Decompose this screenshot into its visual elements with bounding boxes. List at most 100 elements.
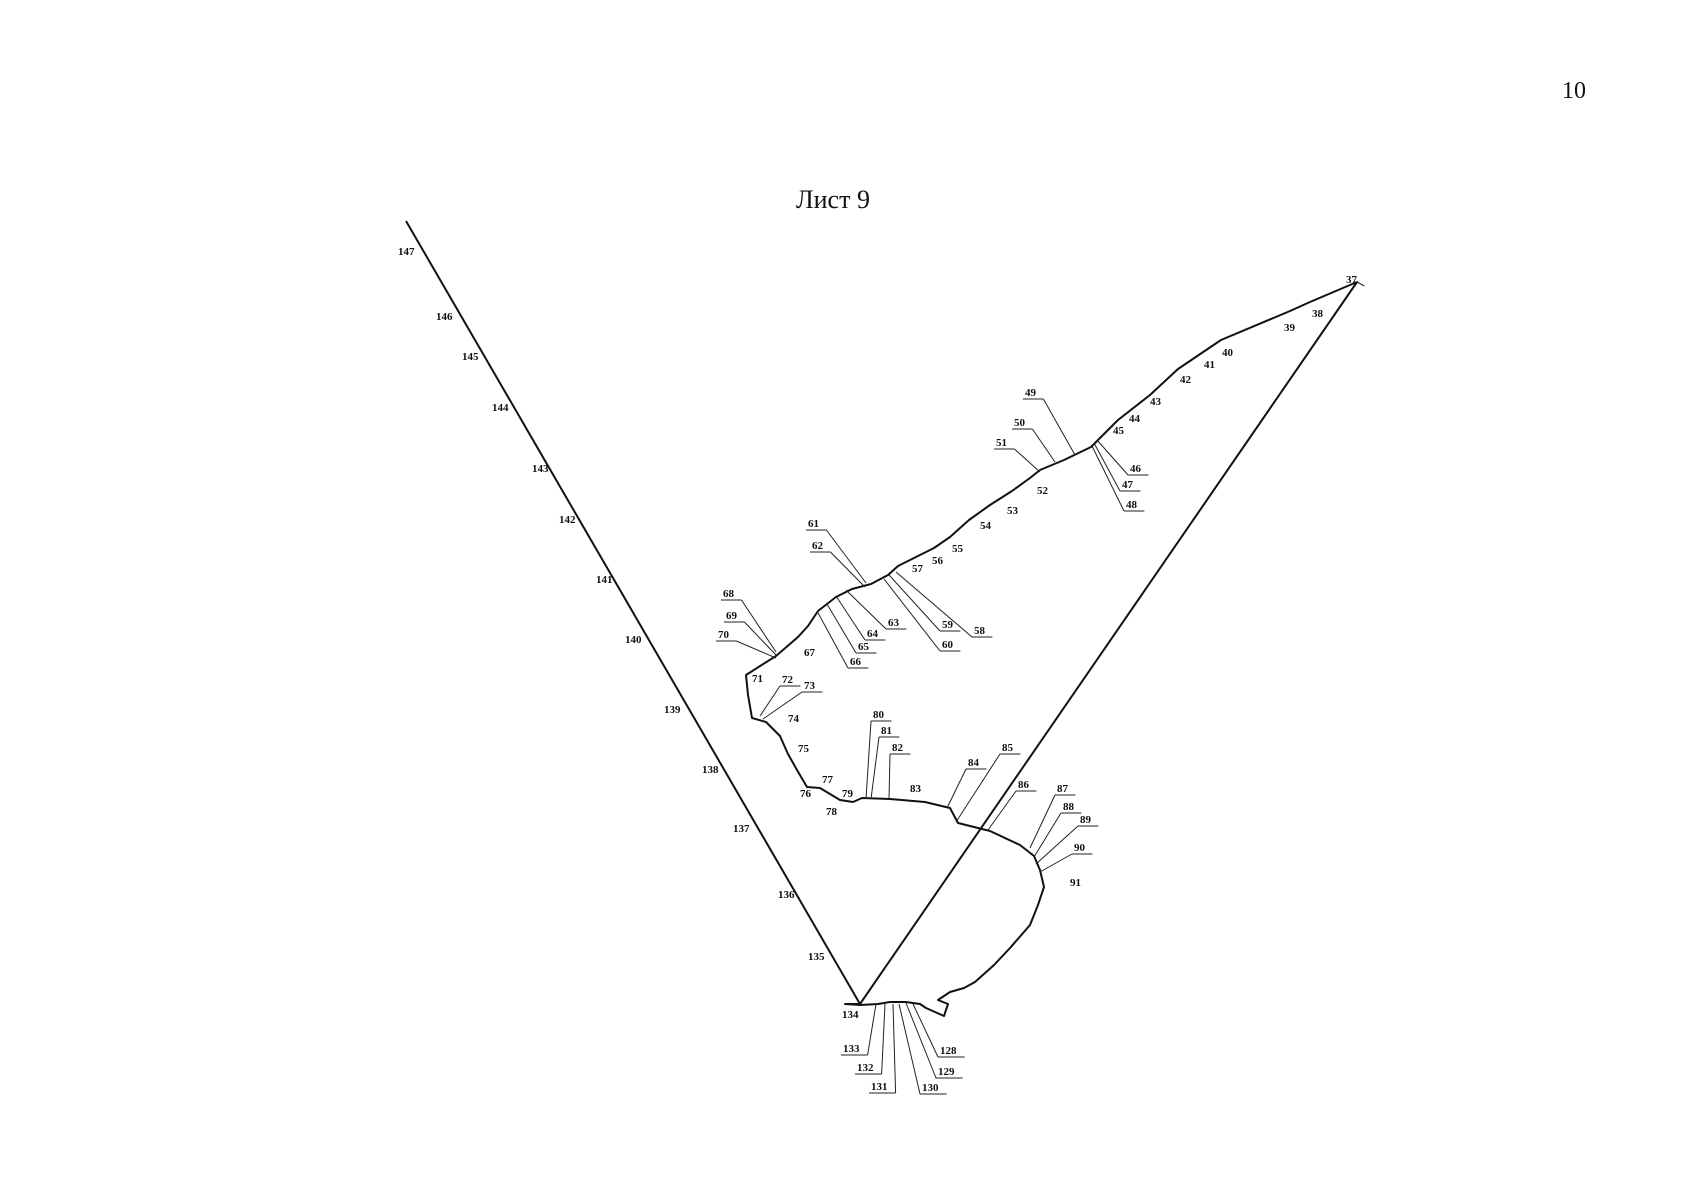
point-label-64: 64 (867, 628, 879, 640)
leader-line-61 (825, 529, 867, 584)
leader-line-69 (744, 621, 777, 656)
leader-line-59 (888, 574, 941, 632)
leader-line-86 (987, 790, 1017, 831)
point-label-75: 75 (798, 743, 810, 755)
point-label-87: 87 (1057, 783, 1069, 795)
leader-line-70 (736, 640, 777, 659)
point-label-47: 47 (1122, 479, 1134, 491)
point-label-140: 140 (625, 634, 642, 646)
leader-line-51 (1014, 448, 1041, 473)
point-label-77: 77 (822, 774, 834, 786)
point-label-135: 135 (808, 951, 825, 963)
point-label-60: 60 (942, 639, 954, 651)
leader-line-80 (865, 720, 872, 800)
point-label-142: 142 (559, 514, 576, 526)
point-label-62: 62 (812, 540, 824, 552)
point-label-39: 39 (1284, 322, 1296, 334)
point-label-65: 65 (858, 641, 870, 653)
leader-line-90 (1039, 853, 1073, 873)
point-label-51: 51 (996, 437, 1007, 449)
point-label-55: 55 (952, 543, 964, 555)
point-label-46: 46 (1130, 463, 1142, 475)
point-label-83: 83 (910, 783, 922, 795)
label-leaders (716, 281, 1365, 1095)
point-labels: 3738394041424344454647484950515253545556… (398, 246, 1358, 1094)
leader-line-46 (1096, 439, 1129, 476)
point-label-41: 41 (1204, 359, 1215, 371)
leader-line-48 (1091, 445, 1125, 512)
point-label-50: 50 (1014, 417, 1026, 429)
point-label-90: 90 (1074, 842, 1086, 854)
point-label-69: 69 (726, 610, 738, 622)
leader-line-47 (1093, 442, 1121, 492)
leader-line-50 (1031, 428, 1056, 463)
leader-line-84 (946, 768, 967, 809)
leader-line-82 (888, 753, 891, 800)
point-label-71: 71 (752, 673, 763, 685)
leader-line-131 (892, 1003, 897, 1094)
point-label-134: 134 (842, 1009, 859, 1021)
leader-line-89 (1035, 825, 1079, 865)
leader-line-66 (816, 610, 849, 669)
point-label-68: 68 (723, 588, 735, 600)
point-label-133: 133 (843, 1043, 860, 1055)
leader-line-73 (762, 691, 803, 720)
leader-line-64 (835, 595, 866, 641)
leader-line-37 (1356, 281, 1365, 287)
point-label-56: 56 (932, 555, 944, 567)
point-label-81: 81 (881, 725, 892, 737)
point-label-128: 128 (940, 1045, 957, 1057)
leader-line-68 (740, 599, 777, 653)
point-label-43: 43 (1150, 396, 1162, 408)
point-label-59: 59 (942, 619, 954, 631)
point-label-91: 91 (1070, 877, 1081, 889)
leader-line-49 (1042, 398, 1076, 456)
point-label-88: 88 (1063, 801, 1075, 813)
leader-line-130 (898, 1003, 921, 1095)
point-label-53: 53 (1007, 505, 1019, 517)
leader-line-85 (955, 753, 1001, 823)
point-label-73: 73 (804, 680, 816, 692)
leader-line-58 (895, 571, 973, 638)
point-label-130: 130 (922, 1082, 939, 1094)
leader-line-132 (881, 1003, 886, 1075)
point-label-132: 132 (857, 1062, 874, 1074)
point-label-42: 42 (1180, 374, 1192, 386)
point-label-136: 136 (778, 889, 795, 901)
point-label-63: 63 (888, 617, 900, 629)
point-label-146: 146 (436, 311, 453, 323)
point-label-139: 139 (664, 704, 681, 716)
sheet-title: Лист 9 (796, 185, 870, 214)
leader-line-128 (912, 1003, 939, 1058)
point-label-70: 70 (718, 629, 730, 641)
point-label-52: 52 (1037, 485, 1049, 497)
leader-line-72 (759, 685, 781, 717)
point-label-54: 54 (980, 520, 992, 532)
point-label-66: 66 (850, 656, 862, 668)
point-label-137: 137 (733, 823, 750, 835)
point-label-89: 89 (1080, 814, 1092, 826)
point-label-58: 58 (974, 625, 986, 637)
boundary-line (745, 281, 1358, 1017)
point-label-44: 44 (1129, 413, 1141, 425)
point-label-49: 49 (1025, 387, 1037, 399)
point-label-80: 80 (873, 709, 885, 721)
point-label-144: 144 (492, 402, 509, 414)
leader-line-60 (883, 578, 941, 652)
point-label-145: 145 (462, 351, 479, 363)
leader-line-81 (870, 736, 880, 800)
point-label-45: 45 (1113, 425, 1125, 437)
leader-line-62 (830, 551, 866, 588)
leader-line-129 (905, 1002, 937, 1079)
point-label-85: 85 (1002, 742, 1014, 754)
point-label-67: 67 (804, 647, 816, 659)
point-label-38: 38 (1312, 308, 1324, 320)
leader-line-133 (867, 1003, 877, 1056)
point-label-61: 61 (808, 518, 819, 530)
page-number: 10 (1562, 78, 1586, 104)
point-label-37: 37 (1346, 274, 1358, 286)
point-label-78: 78 (826, 806, 838, 818)
point-label-138: 138 (702, 764, 719, 776)
leader-line-88 (1033, 812, 1062, 858)
